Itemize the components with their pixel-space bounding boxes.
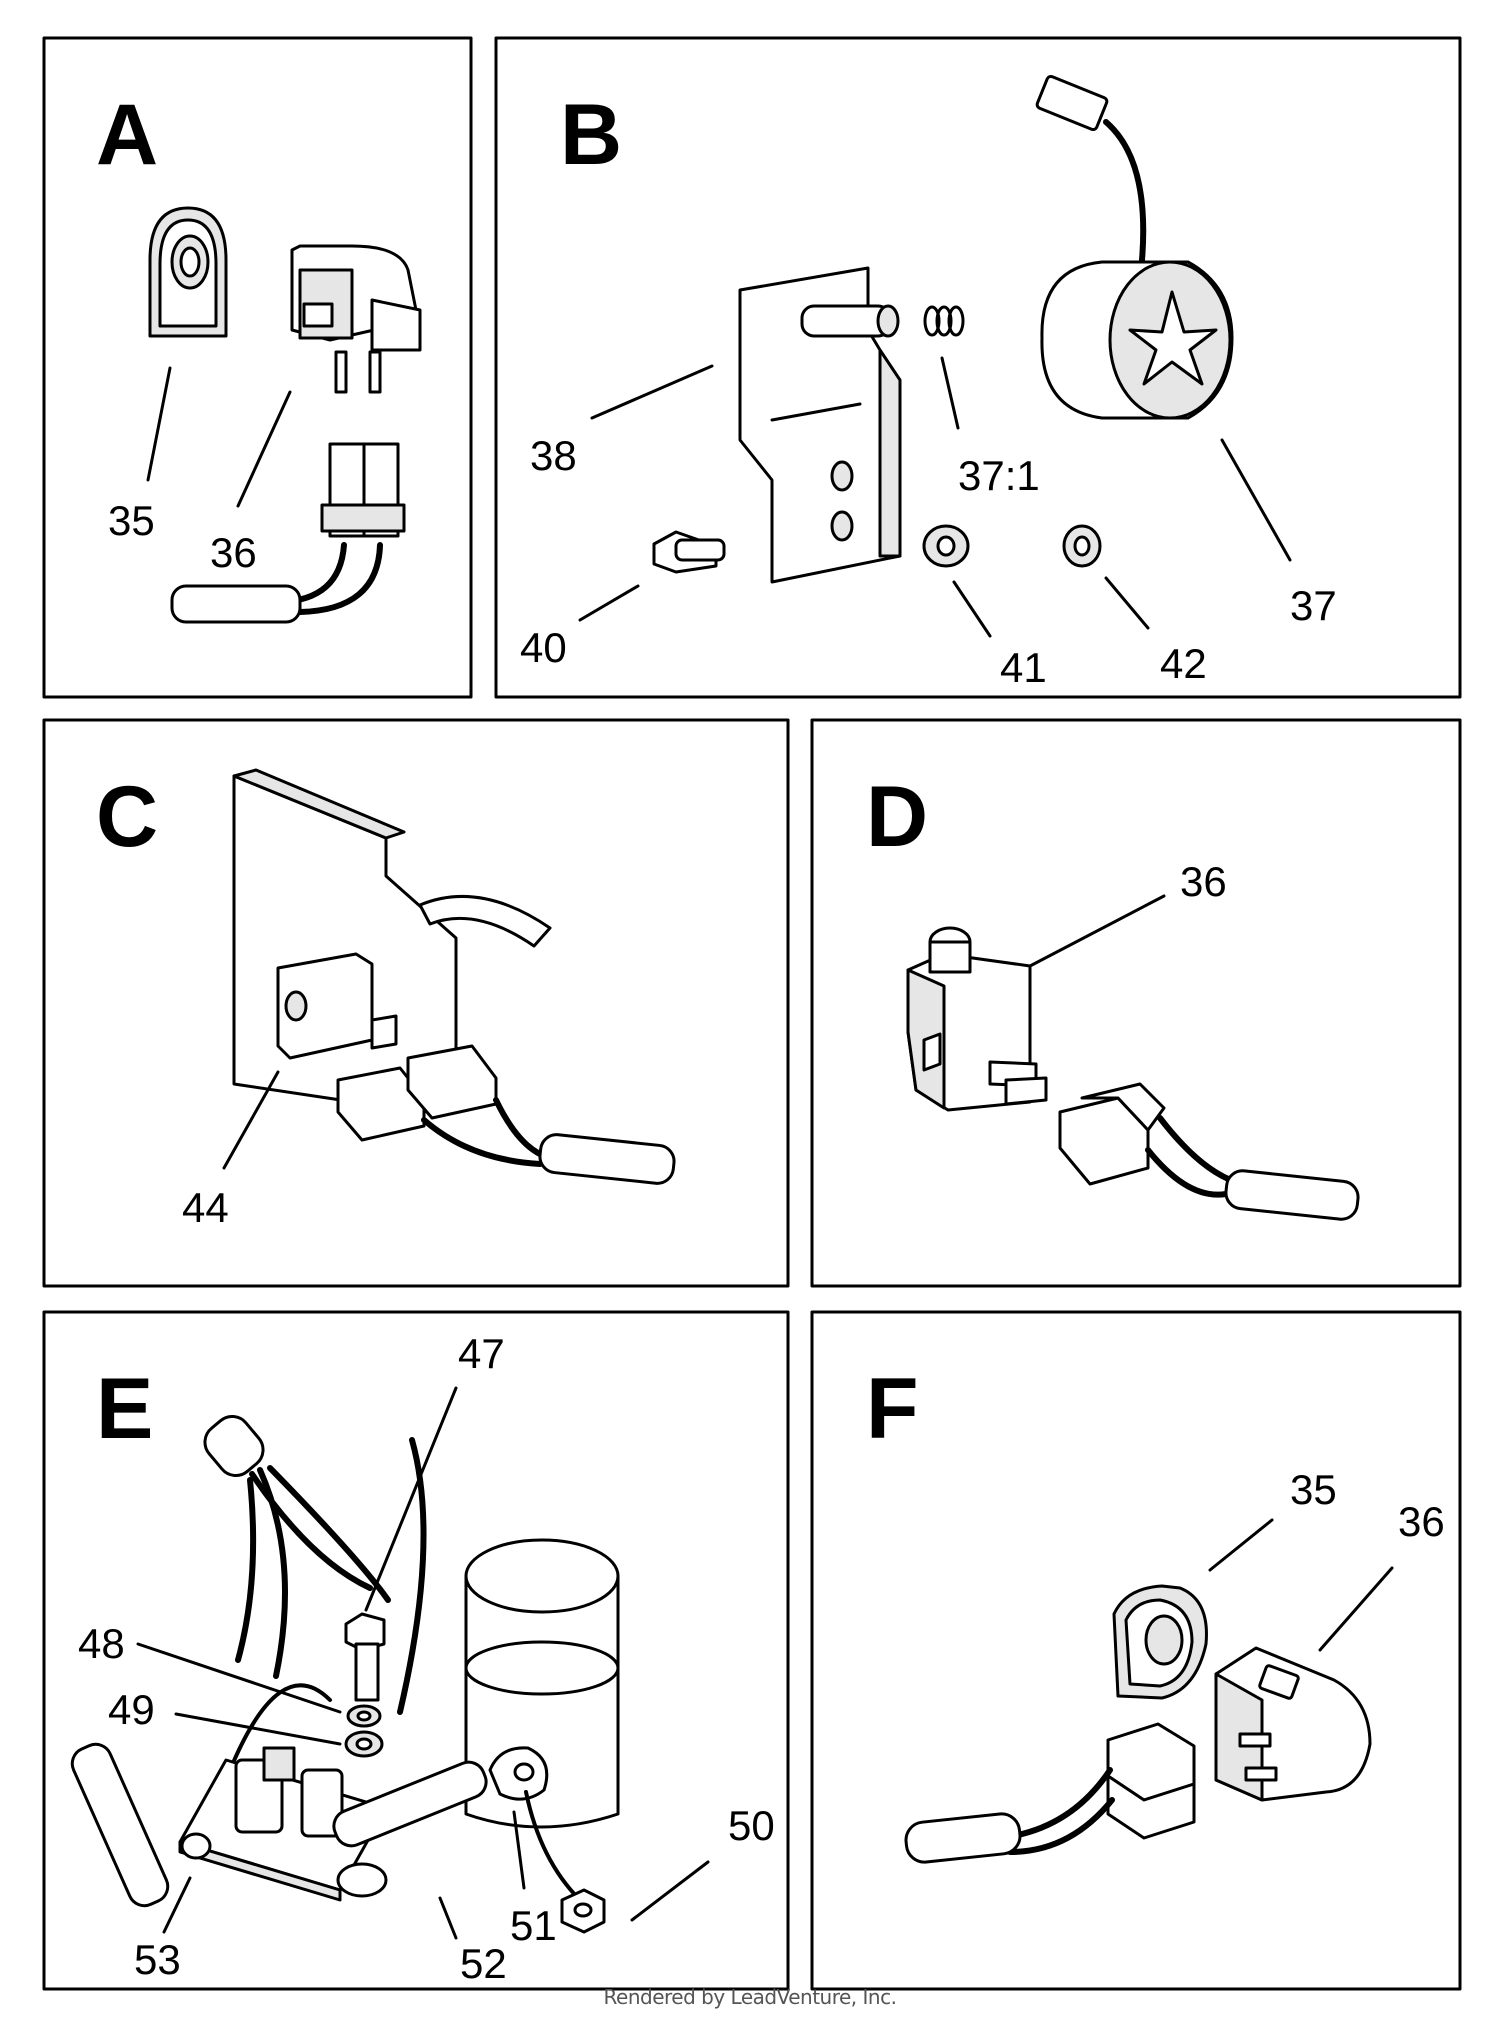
f36-leader [1318, 1566, 1394, 1652]
callout-f36: 36 [1398, 1498, 1445, 1545]
b37-leader [1220, 438, 1292, 562]
callout-b371: 37:1 [958, 452, 1040, 499]
panel-c-microswitch-part [276, 952, 398, 1060]
panel-f-switch-part [1214, 1646, 1372, 1802]
callout-a35: 35 [108, 497, 155, 544]
panel-d-frame [810, 718, 1462, 1288]
panel-a-frame [42, 36, 473, 699]
callout-e47: 47 [458, 1330, 505, 1377]
panel-e-bolt-part [344, 1612, 386, 1758]
panel-letter-d: D [866, 769, 928, 865]
callout-b42: 42 [1160, 640, 1207, 687]
panel-b-bracket-part [738, 266, 902, 584]
e49-leader [174, 1712, 342, 1746]
a35-leader [146, 366, 172, 482]
panel-f-connector-part [904, 1722, 1196, 1864]
panel-e-frame [42, 1310, 790, 1991]
panel-e-nut-part [560, 1888, 606, 1934]
e47-leader [364, 1386, 458, 1612]
panel-d-connector-part [1058, 1082, 1360, 1221]
e51-leader [512, 1810, 526, 1890]
panel-a-connector-part [170, 442, 406, 624]
callout-e48: 48 [78, 1620, 125, 1667]
callout-e52: 52 [460, 1940, 507, 1987]
panel-e-relay-part [178, 1746, 388, 1902]
callout-b37: 37 [1290, 582, 1337, 629]
callout-b40: 40 [520, 624, 567, 671]
panel-d-switch-part [906, 926, 1048, 1112]
b40-leader [578, 584, 640, 622]
callout-d36: 36 [1180, 858, 1227, 905]
panel-e-ring-lead-part [332, 1746, 582, 1902]
panel-c-connector-part [336, 1044, 676, 1185]
panel-e-harness-part [70, 1414, 391, 1908]
e48-leader [136, 1642, 342, 1714]
panel-b-washer-part [922, 524, 970, 568]
panel-c-frame [42, 718, 790, 1288]
panel-b-nut-part [1062, 524, 1102, 568]
panel-b-frame [494, 36, 1462, 699]
callout-e49: 49 [108, 1686, 155, 1733]
panel-letter-a: A [96, 87, 158, 183]
callout-a36: 36 [210, 529, 257, 576]
b38-leader [590, 364, 714, 420]
panel-b-spring-part [923, 305, 965, 337]
panel-letter-e: E [96, 1361, 153, 1457]
callout-b41: 41 [1000, 644, 1047, 691]
footer-credit: Rendered by LeadVenture, Inc. [603, 1985, 897, 2009]
panel-a-switch-part [290, 244, 422, 394]
callout-c44: 44 [182, 1184, 229, 1231]
b371-leader [940, 356, 960, 430]
c44-leader [222, 1070, 280, 1170]
e52-leader [438, 1896, 458, 1940]
panel-c-plate-part [232, 768, 552, 1110]
panel-a-bezel-part [148, 206, 228, 338]
panel-f-bezel-part [1112, 1584, 1208, 1700]
panel-letter-b: B [560, 87, 622, 183]
d36-leader [1028, 894, 1166, 968]
e53-leader [162, 1876, 192, 1934]
f35-leader [1208, 1518, 1274, 1572]
callout-f35: 35 [1290, 1466, 1337, 1513]
panel-b-solenoid-part [1035, 74, 1234, 420]
callout-b38: 38 [530, 432, 577, 479]
panel-letter-c: C [96, 769, 158, 865]
panel-b-screw-part [652, 530, 726, 574]
e50-leader [630, 1860, 710, 1922]
b41-leader [952, 580, 992, 638]
callout-e53: 53 [134, 1936, 181, 1983]
b42-leader [1104, 576, 1150, 630]
callout-e50: 50 [728, 1802, 775, 1849]
panel-letter-f: F [866, 1361, 919, 1457]
a36-leader [236, 390, 292, 508]
callout-e51: 51 [510, 1902, 557, 1949]
panel-f-frame [810, 1310, 1462, 1991]
